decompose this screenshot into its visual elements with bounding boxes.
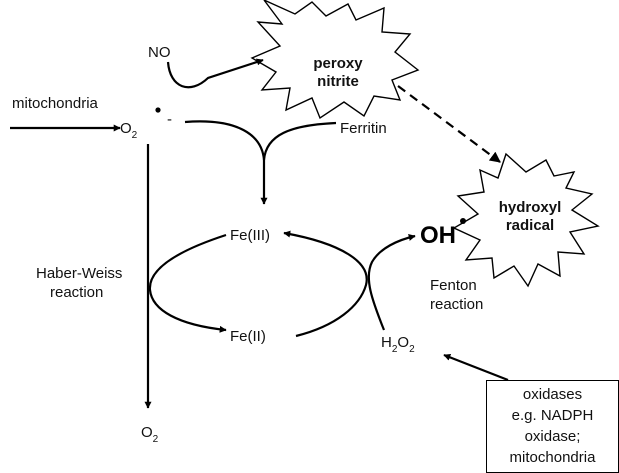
oxygen-subscript: 2 [153,434,159,445]
oxygen-base: O [141,424,153,441]
haber-weiss-label-line1: Haber-Weiss [36,265,122,282]
ferritin-label: Ferritin [340,120,387,137]
no-to-peroxynitrite-arrow [166,58,264,89]
fe3-label: Fe(III) [230,227,270,244]
superoxide-label: O2 [120,120,138,141]
oxidases-line2: e.g. NADPH [511,407,594,424]
oh-label: OH [420,222,456,249]
superoxide-base: O [120,120,132,137]
oxidases-line4: mitochondria [509,449,596,466]
no-label: NO [148,44,171,61]
fe2-label: Fe(II) [230,328,266,345]
mitochondria-label: mitochondria [12,95,99,112]
peroxynitrite-label-line2: nitrite [317,73,359,90]
superoxide-to-fe3-curve [184,120,266,161]
superoxide-charge: - [167,111,172,128]
superoxide-radical-dot [155,107,161,113]
h2o2-label: H2O2 [381,334,415,355]
oxidases-line1: oxidases [522,386,583,403]
hydroxyl-label-line2: radical [506,217,554,234]
h2o2-o: O [397,334,409,351]
oh-radical-dot [460,218,466,224]
oxygen-label: O2 [141,424,159,445]
fenton-label-line1: Fenton [430,277,477,294]
peroxynitrite-to-hydroxyl-dashed-arrow [397,85,501,163]
oxidases-to-h2o2-arrow [443,353,509,382]
ferritin-to-fe3-arrow [260,121,337,205]
hydroxyl-label-line1: hydroxyl [499,199,562,216]
haber-weiss-label-line2: reaction [50,284,103,301]
fenton-label-line2: reaction [430,296,483,313]
hydroxyl-radical-burst [452,152,600,288]
oxidases-box: oxidases e.g. NADPH oxidase; mitochondri… [486,380,619,473]
h2o2-h: H [381,334,392,351]
haber-weiss-cycle-arrow [148,233,227,333]
fenton-to-fe3-arrow [283,230,368,338]
h2o2-to-oh-arrow [367,234,416,331]
h2o2-sub1: 2 [392,344,398,355]
peroxynitrite-label-line1: peroxy [313,55,363,72]
h2o2-sub2: 2 [409,344,415,355]
superoxide-subscript: 2 [132,130,138,141]
oxidases-line3: oxidase; [524,428,581,445]
